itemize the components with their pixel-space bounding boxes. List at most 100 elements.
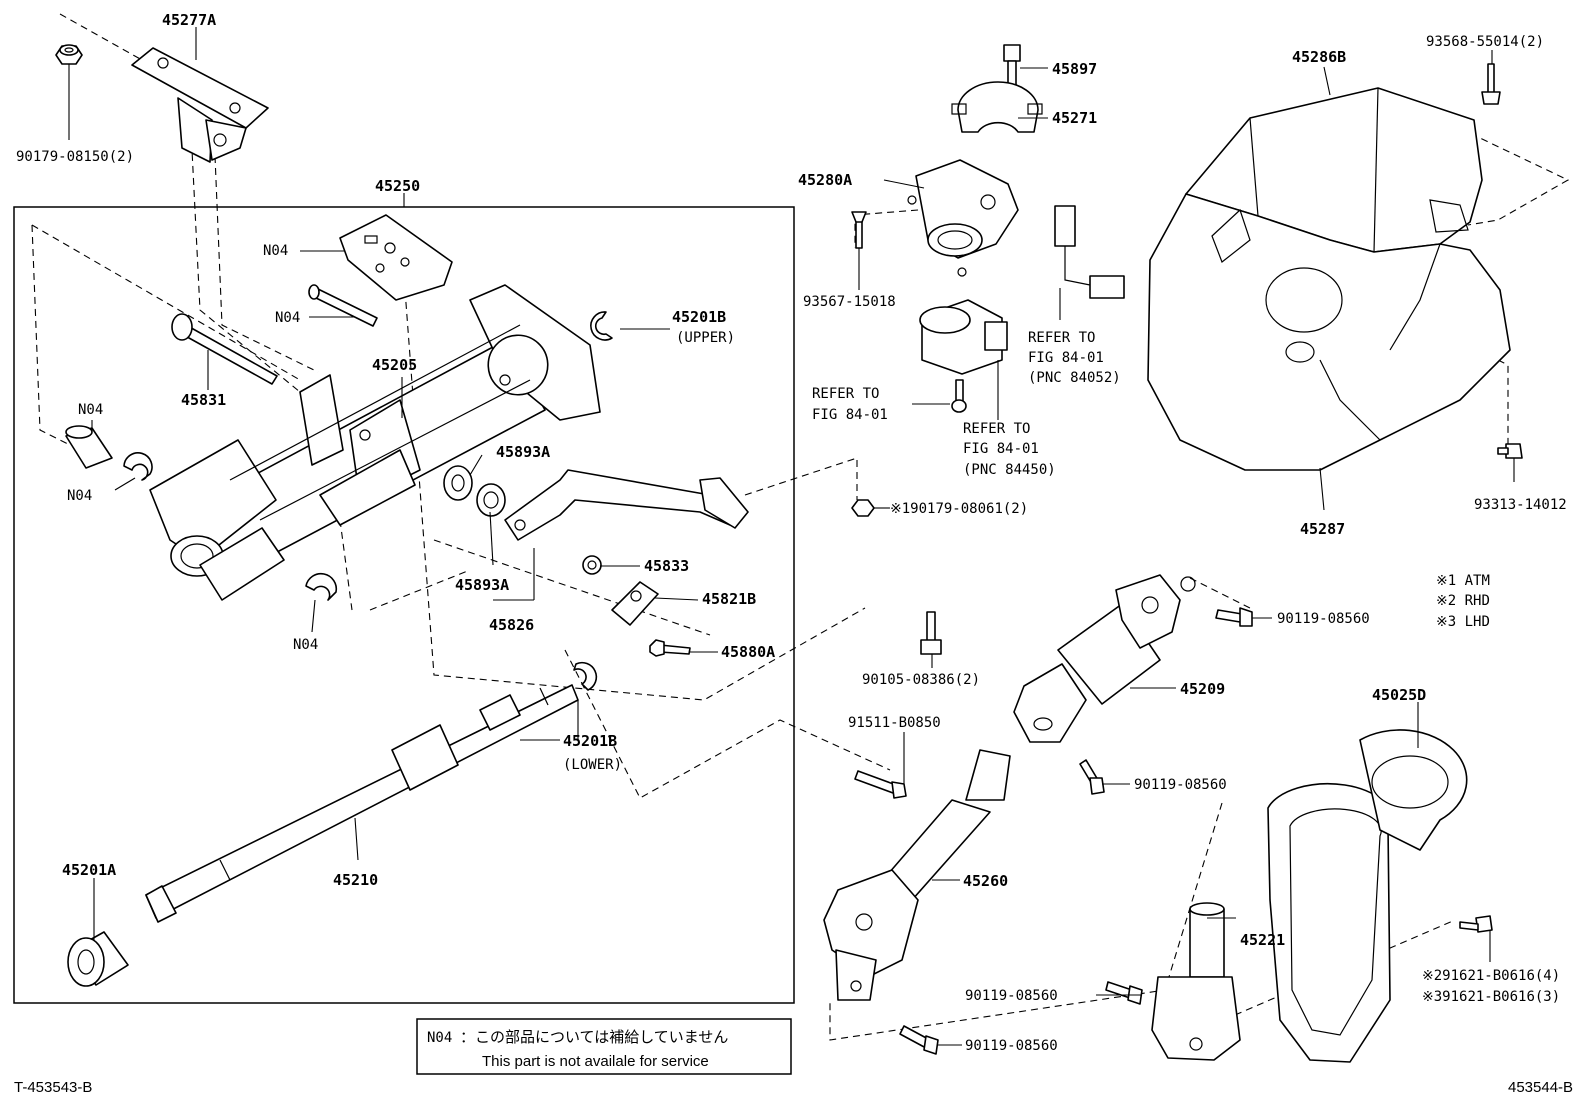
shaft-45210 — [145, 684, 579, 923]
bracket-n04-top — [339, 214, 453, 301]
label-upper-note: (UPPER) — [676, 330, 735, 346]
label-n04-2: N04 — [275, 310, 300, 326]
label-93567-15018: 93567-15018 — [803, 294, 896, 310]
bolt-45897 — [1003, 44, 1021, 89]
refer-note-3-line3: (PNC 84450) — [963, 462, 1056, 478]
bolt-90119-08560-b — [1079, 759, 1105, 795]
label-90105-08386: 90105-08386(2) — [862, 672, 980, 688]
bolt-90119-08560-d — [899, 1025, 939, 1055]
label-45897: 45897 — [1052, 60, 1097, 78]
bolt-45880A — [649, 639, 691, 657]
leader-lines — [68, 27, 1515, 1046]
label-45287: 45287 — [1300, 520, 1345, 538]
screw-small — [951, 379, 967, 413]
label-n04-5: N04 — [293, 637, 318, 653]
bolt-n04 — [308, 284, 378, 327]
bolt-90119-08560-a — [1215, 607, 1253, 627]
legend-rhd: ※2 RHD — [1436, 593, 1490, 609]
label-45201B-lower: 45201B — [563, 732, 617, 750]
column-cover-45286B-45287 — [1147, 87, 1511, 471]
label-45893A-top: 45893A — [496, 443, 550, 461]
refer-note-3-line1: REFER TO — [963, 421, 1030, 437]
label-45831: 45831 — [181, 391, 226, 409]
label-45821B: 45821B — [702, 590, 756, 608]
nut-90179-08150 — [55, 44, 83, 65]
refer-note-1-line3: (PNC 84052) — [1028, 370, 1121, 386]
label-90119-08560-c: 90119-08560 — [965, 988, 1058, 1004]
label-n04-1: N04 — [263, 243, 288, 259]
label-45201A: 45201A — [62, 861, 116, 879]
label-45826: 45826 — [489, 616, 534, 634]
refer-note-3-line2: FIG 84-01 — [963, 441, 1039, 457]
bracket-45277A — [131, 47, 269, 163]
label-90179-08061: ※190179-08061(2) — [890, 501, 1028, 517]
refer-note-2-line1: REFER TO — [812, 386, 879, 402]
screw-91621-B0616 — [1459, 915, 1493, 933]
refer-note-1-line1: REFER TO — [1028, 330, 1095, 346]
column-tube-45205 — [149, 284, 601, 601]
label-n04-4: N04 — [67, 488, 92, 504]
pin-n04 — [65, 425, 113, 469]
shaft-45260 — [823, 749, 1011, 1001]
washer-45893A-top — [443, 465, 473, 501]
screw-93313-14012 — [1497, 443, 1523, 459]
note-english: This part is not availale for service — [482, 1053, 709, 1070]
connector-harness — [1054, 205, 1125, 320]
washer-45893A-bottom — [476, 483, 506, 517]
label-45210: 45210 — [333, 871, 378, 889]
label-45286B: 45286B — [1292, 48, 1346, 66]
clip-n04-left — [123, 452, 153, 481]
screw-93567-15018 — [851, 211, 867, 249]
label-91621-B0616-4: ※291621-B0616(4) — [1422, 968, 1560, 984]
label-93568-55014: 93568-55014(2) — [1426, 34, 1544, 50]
label-45205: 45205 — [372, 356, 417, 374]
service-note-box: N04 ：この部品については補給していません This part is not … — [416, 1018, 792, 1075]
label-90119-08560-b: 90119-08560 — [1134, 777, 1227, 793]
screw-93568-55014 — [1481, 63, 1501, 105]
label-90119-08560-d: 90119-08560 — [965, 1038, 1058, 1054]
refer-note-2-line2: FIG 84-01 — [812, 407, 888, 423]
figure-id-left: T-453543-B — [14, 1079, 92, 1096]
label-45201B-upper: 45201B — [672, 308, 726, 326]
label-n04-3: N04 — [78, 402, 103, 418]
label-91621-B0616-3: ※391621-B0616(3) — [1422, 989, 1560, 1005]
label-45280A: 45280A — [798, 171, 852, 189]
bolt-45831 — [171, 313, 278, 385]
label-93313-14012: 93313-14012 — [1474, 497, 1567, 513]
figure-id-right: 453544-B — [1508, 1079, 1573, 1096]
label-45880A: 45880A — [721, 643, 775, 661]
note-japanese: ：この部品については補給していません — [460, 1028, 728, 1046]
clamp-45271 — [951, 81, 1043, 133]
label-45260: 45260 — [963, 872, 1008, 890]
label-91511-B0850: 91511-B0850 — [848, 715, 941, 731]
legend-lhd: ※3 LHD — [1436, 614, 1490, 630]
label-45250: 45250 — [375, 177, 420, 195]
refer-note-1-line2: FIG 84-01 — [1028, 350, 1104, 366]
lock-cylinder — [919, 299, 1008, 420]
label-45025D: 45025D — [1372, 686, 1426, 704]
snap-ring-45201B-upper — [590, 311, 613, 341]
lever-45826 — [504, 469, 749, 541]
stub-shaft-45221 — [1151, 902, 1241, 1061]
label-45209: 45209 — [1180, 680, 1225, 698]
note-code: N04 — [427, 1030, 452, 1046]
part-labels: 45277A 90179-08150(2) 45250 N04 N04 4520… — [16, 11, 1567, 1054]
bushing-45201A — [67, 931, 129, 987]
label-45221: 45221 — [1240, 931, 1285, 949]
ignition-housing-45280A — [907, 159, 1019, 277]
bolt-90119-08560-c — [1105, 981, 1143, 1005]
legend-atm: ※1 ATM — [1436, 573, 1490, 589]
clip-n04-bottom — [305, 572, 338, 601]
label-45833: 45833 — [644, 557, 689, 575]
label-45271: 45271 — [1052, 109, 1097, 127]
bolt-90105-08386 — [920, 611, 942, 655]
snap-ring-45201B-lower — [573, 661, 598, 691]
nut-90179-08061 — [851, 499, 875, 517]
label-90119-08560-a: 90119-08560 — [1277, 611, 1370, 627]
bolt-91511-B0850 — [854, 770, 907, 799]
label-lower-note: (LOWER) — [563, 757, 622, 773]
assembly-45250-frame — [13, 206, 795, 1004]
boot-45025D — [1267, 729, 1468, 1063]
label-90179-08150: 90179-08150(2) — [16, 149, 134, 165]
